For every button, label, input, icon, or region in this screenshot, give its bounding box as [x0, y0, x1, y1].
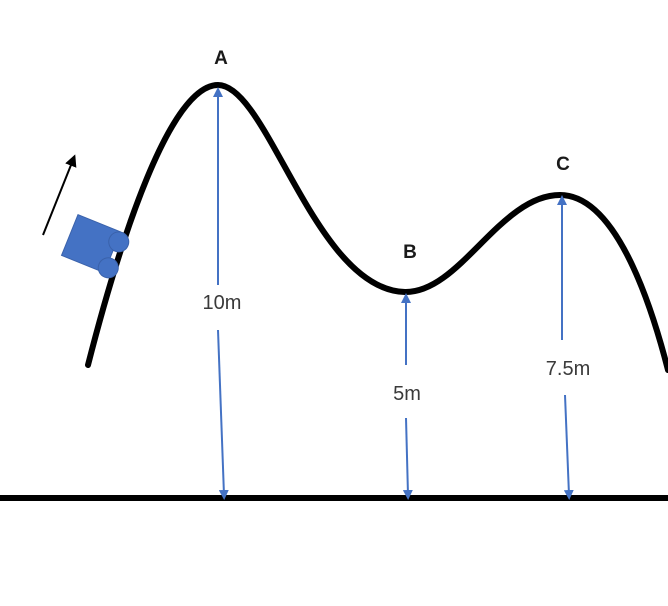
height-label-c: 7.5m	[546, 358, 590, 380]
height-arrow-b	[401, 293, 413, 500]
height-arrow-c	[557, 195, 574, 500]
point-label-b: B	[403, 242, 417, 263]
roller-coaster-cart-icon	[60, 213, 130, 279]
track-curve	[85, 81, 668, 373]
point-label-c: C	[556, 154, 570, 175]
height-label-b: 5m	[393, 383, 421, 405]
direction-arrow-icon	[42, 154, 77, 236]
height-label-a: 10m	[203, 292, 242, 314]
height-arrow-a	[213, 87, 229, 500]
point-label-a: A	[214, 48, 228, 69]
